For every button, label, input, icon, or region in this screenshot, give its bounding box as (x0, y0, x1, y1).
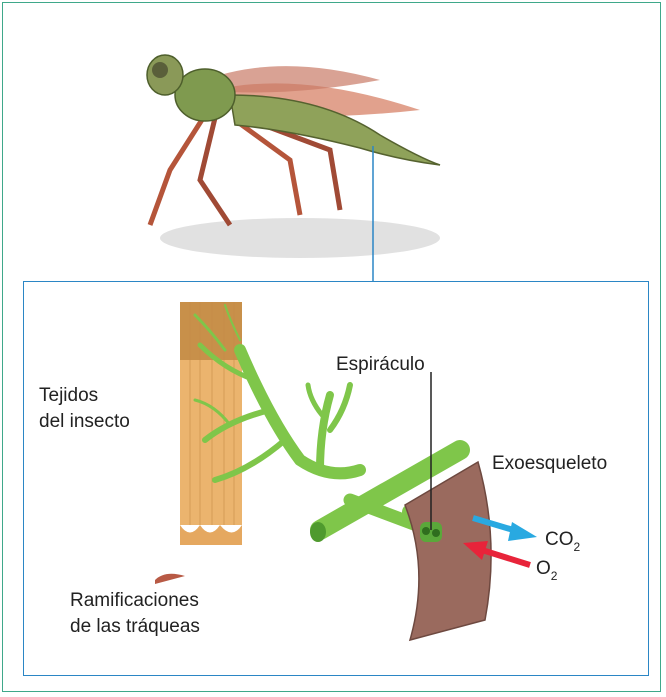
label-espiraculo: Espiráculo (336, 354, 425, 375)
insect-leg (233, 117, 303, 216)
label-tejidos-line1: Tejidos (39, 385, 99, 406)
o2-subscript: 2 (550, 569, 558, 583)
label-tejidos: Tejidos del insecto (39, 383, 130, 435)
insect-eye (152, 62, 168, 78)
insect-abdomen (229, 94, 441, 166)
co2-base: CO (545, 529, 574, 550)
insect-wing (220, 66, 380, 93)
label-ramificaciones: Ramificaciones de las tráqueas (70, 588, 200, 640)
label-exoesqueleto: Exoesqueleto (492, 453, 608, 474)
label-co2: CO2 (545, 527, 580, 554)
trachea-branches (193, 304, 366, 483)
label-o2: O2 (536, 556, 557, 583)
spiracle (420, 522, 442, 542)
o2-arrow (463, 541, 531, 568)
figure-frame (2, 2, 661, 692)
insect-leg (147, 113, 208, 226)
o2-base: O (536, 558, 551, 579)
label-tejidos-line2: del insecto (39, 411, 130, 432)
label-ramificaciones-line2: de las tráqueas (70, 616, 200, 637)
fragment-mark (155, 573, 185, 584)
label-ramificaciones-line1: Ramificaciones (70, 590, 199, 611)
insect-leg (197, 117, 233, 227)
insect-thorax (174, 68, 236, 122)
insect-shadow (160, 218, 440, 258)
insect-tissue (180, 302, 242, 545)
detail-panel (23, 281, 649, 676)
co2-arrow (472, 515, 537, 541)
exoskeleton-plate (404, 460, 492, 642)
insect-illustration (146, 54, 441, 258)
co2-subscript: 2 (573, 540, 581, 554)
